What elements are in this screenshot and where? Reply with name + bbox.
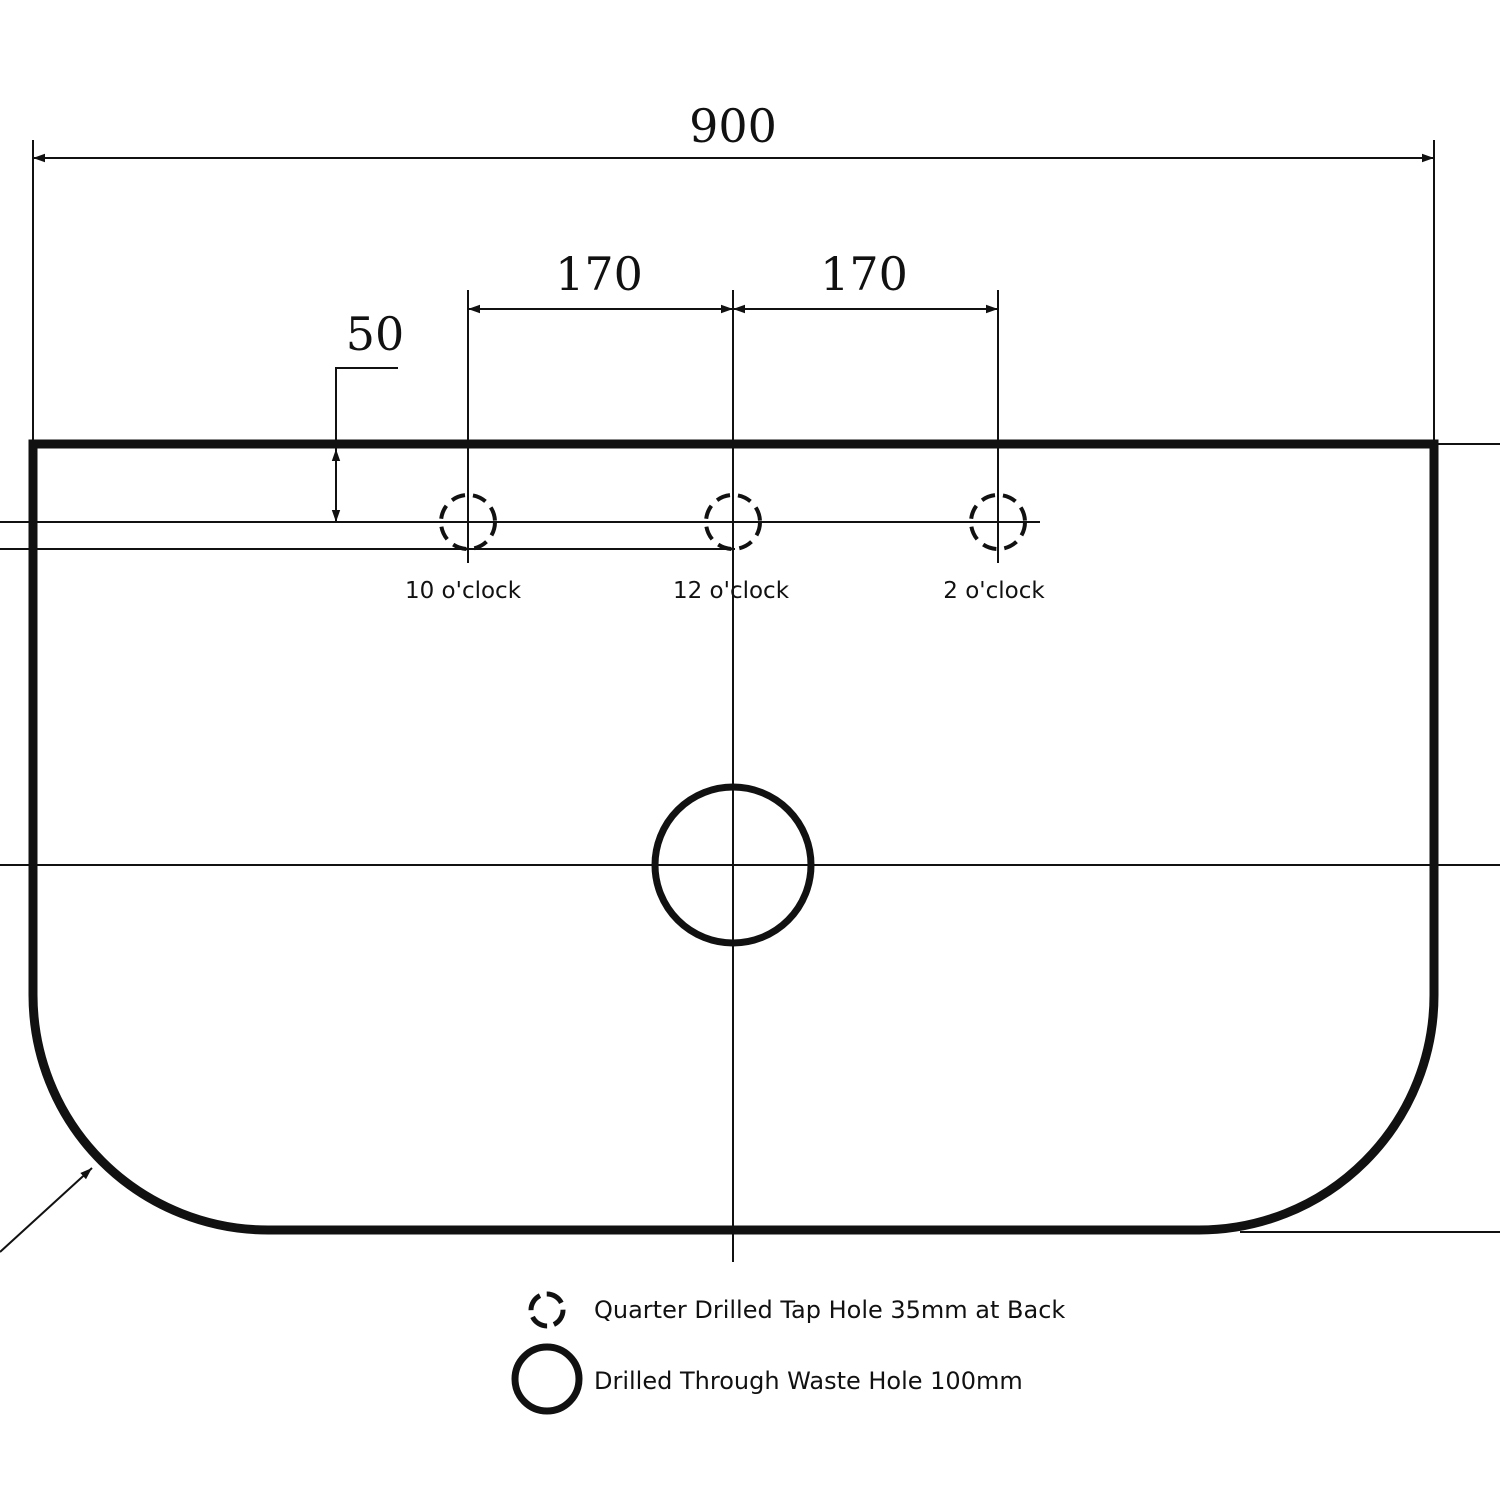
tap-holes: 10 o'clock 12 o'clock 2 o'clock [405,493,1045,604]
legend-waste-hole-text: Drilled Through Waste Hole 100mm [594,1367,1023,1395]
dashed-circle-icon [528,1291,566,1329]
spacing-right-value: 170 [820,247,908,301]
reference-lines [0,443,1500,1253]
legend: Quarter Drilled Tap Hole 35mm at Back Dr… [511,1291,1065,1415]
overall-width-value: 900 [689,99,777,153]
tap-hole-label: 10 o'clock [405,578,522,604]
waste-hole [651,783,815,947]
offset-dimension: 50 [331,307,405,522]
overall-width-dimension: 900 [32,99,1435,440]
tap-hole-label: 2 o'clock [943,578,1045,604]
spacing-left-value: 170 [555,247,643,301]
tap-hole-10-oclock [439,493,497,551]
tap-hole-2-oclock [969,493,1027,551]
tap-spacing-dimensions: 170 170 [467,247,999,1262]
radius-leader-arrow [0,1167,93,1253]
basin-outline [28,439,1439,1235]
offset-value: 50 [346,307,405,361]
legend-tap-hole-text: Quarter Drilled Tap Hole 35mm at Back [594,1296,1065,1324]
tap-hole-12-oclock [704,493,762,551]
tap-hole-label: 12 o'clock [673,578,790,604]
solid-circle-icon [511,1343,583,1415]
